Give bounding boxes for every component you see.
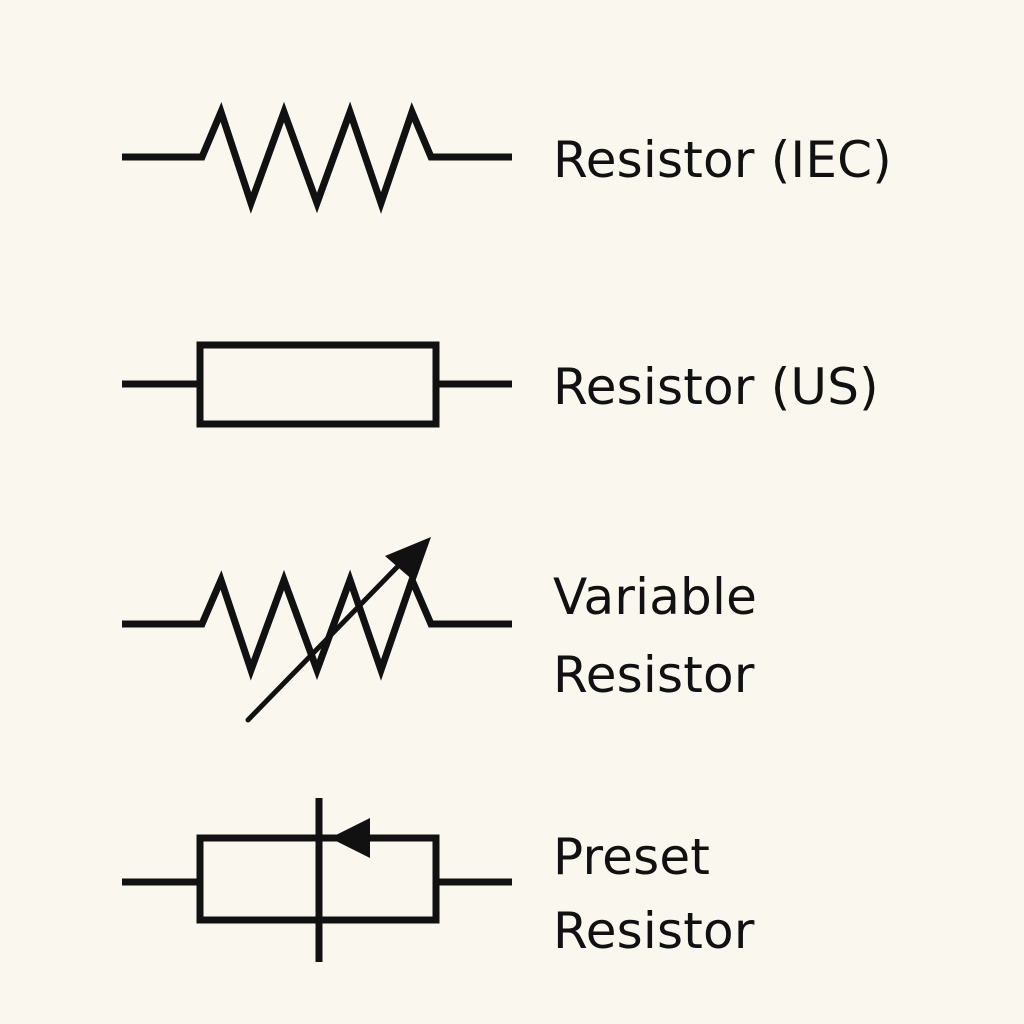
arrow-head <box>385 537 431 582</box>
zigzag-resistor-icon <box>122 101 512 214</box>
symbol-label: Variable Resistor <box>553 568 773 704</box>
variable-resistor-icon <box>122 537 512 723</box>
preset-resistor-icon <box>122 798 512 962</box>
symbol-row-preset-resistor: Preset Resistor <box>122 798 755 962</box>
symbol-label-line: Resistor (IEC) <box>553 131 892 189</box>
symbol-row-resistor-us: Resistor (US) <box>122 341 879 428</box>
symbol-label: Resistor (US) <box>553 358 879 416</box>
arrow-shaft <box>245 557 407 723</box>
symbol-label-line: Resistor <box>553 902 755 960</box>
symbol-row-variable-resistor: Variable Resistor <box>122 537 773 723</box>
symbol-label-line: Preset <box>553 828 710 886</box>
symbol-label-line: Resistor (US) <box>553 358 879 416</box>
symbol-label-line: Variable <box>553 568 757 626</box>
symbol-label: Resistor (IEC) <box>553 131 892 189</box>
wiper-arrow-head <box>330 818 370 858</box>
rectangle-resistor-icon <box>122 341 512 428</box>
symbol-row-resistor-iec: Resistor (IEC) <box>122 101 892 214</box>
symbol-label-line: Resistor <box>553 646 755 704</box>
symbol-label: Preset Resistor <box>553 828 755 960</box>
